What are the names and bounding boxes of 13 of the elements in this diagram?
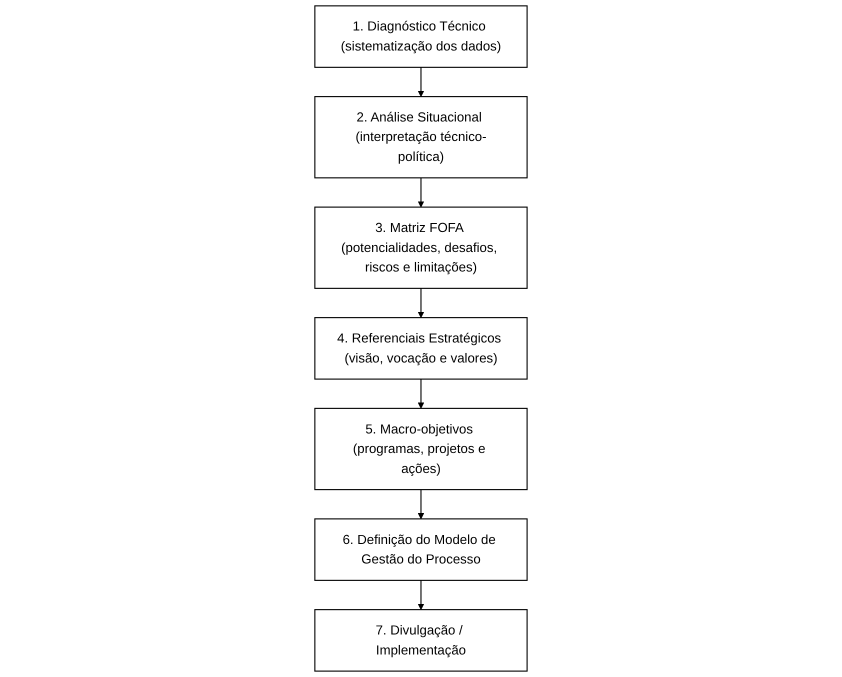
node-box: 7. Divulgação / Implementação <box>314 609 528 672</box>
arrow <box>418 67 424 97</box>
node-box: 1. Diagnóstico Técnico (sistematização dos dados) <box>314 5 528 68</box>
arrow <box>418 178 424 208</box>
node-box: 2. Análise Situacional (interpretação técnico-política) <box>314 96 528 178</box>
arrow <box>418 379 424 409</box>
arrow <box>418 580 424 610</box>
node-box: 5. Macro-objetivos (programas, projetos e ações) <box>314 408 528 490</box>
arrow <box>418 288 424 318</box>
node-box: 3. Matriz FOFA (potencialidades, desafios, riscos e limitações) <box>314 206 528 289</box>
node-box: 6. Definição do Modelo de Gestão do Processo <box>314 518 528 581</box>
node-box: 4. Referenciais Estratégicos (visão, vocação e valores) <box>314 317 528 380</box>
arrow <box>418 490 424 520</box>
